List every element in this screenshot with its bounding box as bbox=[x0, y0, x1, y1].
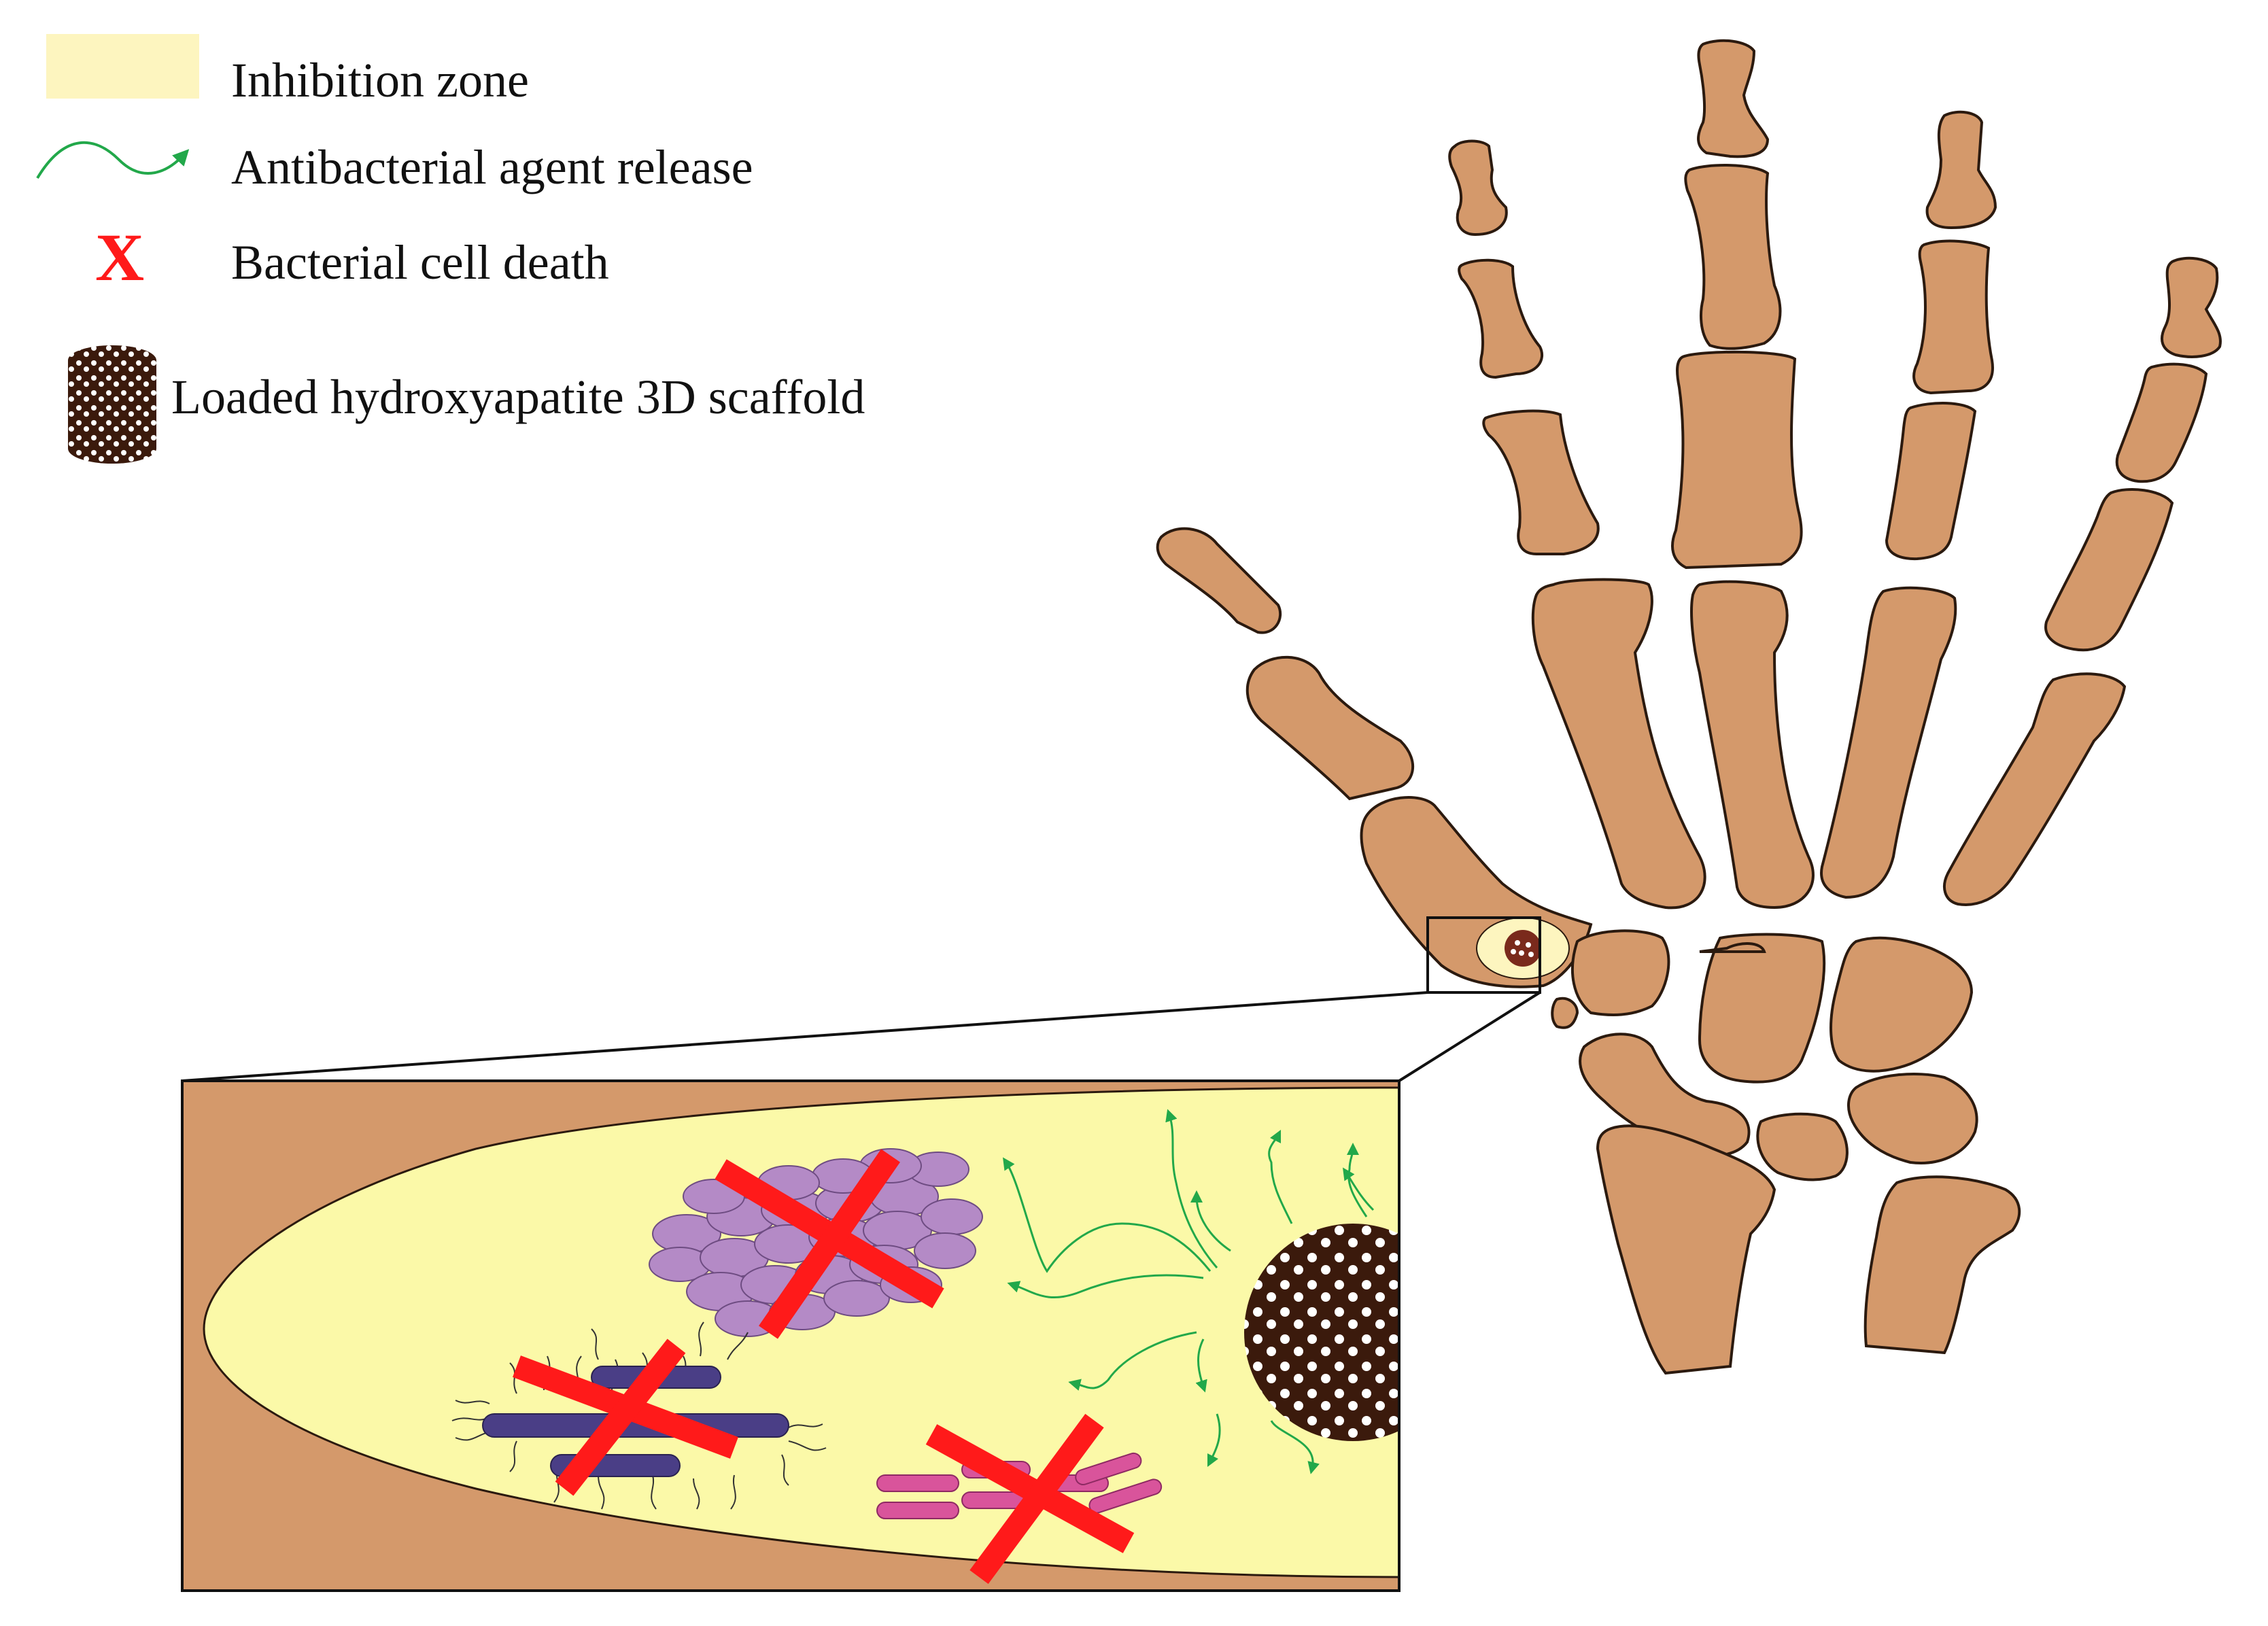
zoom-connector-left bbox=[182, 991, 1428, 1082]
scaffold-cylinder-icon bbox=[68, 345, 156, 464]
ring-middle-phalanx bbox=[1912, 239, 1994, 395]
inhibition-zone-swatch bbox=[46, 34, 199, 99]
release-arrow-icon bbox=[36, 141, 190, 179]
middle-proximal-phalanx bbox=[1671, 350, 1803, 570]
carpal-capitate bbox=[1698, 933, 1826, 1084]
death-cross-staph bbox=[715, 1149, 944, 1339]
legend-agent-release-label: Antibacterial agent release bbox=[231, 140, 753, 194]
index-middle-phalanx bbox=[1458, 258, 1544, 379]
middle-distal-phalanx bbox=[1697, 39, 1770, 158]
zoom-selection-box bbox=[1426, 916, 1541, 994]
carpal-triquetrum bbox=[1847, 1073, 1978, 1164]
zoom-panel bbox=[181, 1079, 1401, 1592]
zoom-connector-right bbox=[1398, 991, 1541, 1082]
staphylococcus-cluster bbox=[649, 1148, 983, 1337]
index-distal-phalanx bbox=[1448, 139, 1508, 237]
legend-scaffold-label: Loaded hydroxyapatite 3D scaffold bbox=[171, 370, 865, 424]
death-x-icon: X bbox=[95, 220, 144, 295]
carpal-hamate bbox=[1829, 936, 1974, 1073]
ring-distal-phalanx bbox=[1925, 110, 1997, 230]
ulna bbox=[1863, 1175, 2021, 1355]
little-metacarpal bbox=[1943, 672, 2127, 906]
index-proximal-phalanx bbox=[1482, 409, 1600, 555]
thumb-distal-phalanx bbox=[1156, 527, 1282, 634]
little-proximal-phalanx bbox=[2044, 488, 2174, 652]
carpal-lunate bbox=[1756, 1112, 1849, 1181]
legend-cell-death-label: Bacterial cell death bbox=[231, 235, 609, 290]
legend: Inhibition zone Antibacterial agent rele… bbox=[36, 34, 865, 464]
legend-inhibition-zone-label: Inhibition zone bbox=[231, 53, 529, 107]
zoom-scaffold bbox=[1244, 1224, 1399, 1441]
carpal-trapezoid-2 bbox=[1699, 942, 1766, 953]
zoom-inhibition-zone bbox=[203, 1086, 1399, 1578]
carpal-trapezium bbox=[1571, 929, 1670, 1016]
ring-metacarpal bbox=[1820, 586, 1957, 899]
death-cross-bacilli bbox=[925, 1413, 1135, 1585]
ring-proximal-phalanx bbox=[1885, 402, 1977, 561]
implant-scaffold bbox=[1505, 930, 1541, 967]
middle-middle-phalanx bbox=[1684, 164, 1782, 350]
little-distal-phalanx bbox=[2161, 256, 2222, 358]
zoom-panel-border bbox=[181, 1079, 1401, 1592]
carpal-scaphoid bbox=[1579, 1033, 1751, 1157]
middle-metacarpal bbox=[1690, 580, 1815, 910]
carpal-trapezoid bbox=[1551, 997, 1579, 1029]
radius bbox=[1596, 1124, 1776, 1375]
index-metacarpal bbox=[1531, 578, 1706, 910]
death-cross-rods bbox=[513, 1338, 738, 1496]
release-arrows bbox=[1003, 1109, 1375, 1474]
hand-skeleton bbox=[1156, 39, 2222, 1375]
little-middle-phalanx bbox=[2115, 362, 2208, 483]
thumb-proximal-phalanx bbox=[1245, 655, 1414, 801]
